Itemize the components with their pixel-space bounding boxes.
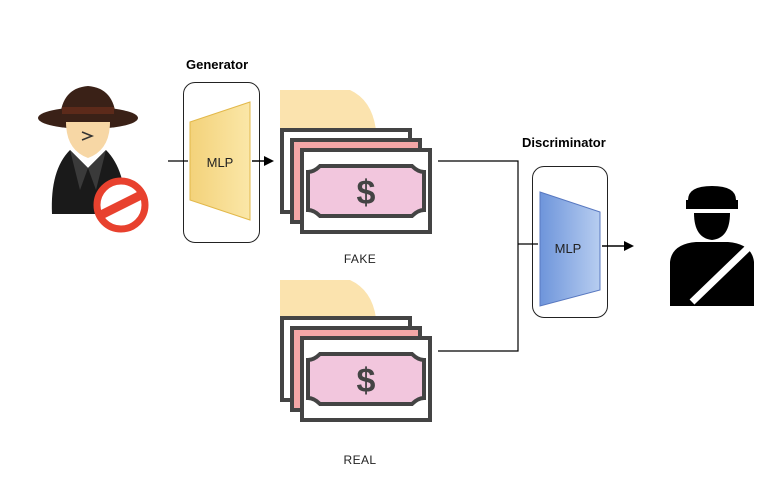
fake-money-icon: $ xyxy=(280,90,432,234)
generator-title: Generator xyxy=(186,57,249,72)
connector-lines xyxy=(438,160,538,352)
fake-label: FAKE xyxy=(344,252,376,266)
real-dollar-symbol: $ xyxy=(357,362,376,400)
generator-trapezoid xyxy=(189,101,251,221)
counterfeiter-icon xyxy=(38,86,138,214)
real-label: REAL xyxy=(344,453,377,467)
discriminator-trapezoid xyxy=(539,191,601,307)
real-money-icon: $ xyxy=(280,280,432,422)
discriminator-title: Discriminator xyxy=(522,135,606,150)
discriminator-mlp-label: MLP xyxy=(555,241,582,256)
guard-icon xyxy=(670,186,754,306)
generator-mlp-label: MLP xyxy=(207,155,234,170)
fake-dollar-symbol: $ xyxy=(357,174,376,212)
ban-icon xyxy=(93,177,149,233)
